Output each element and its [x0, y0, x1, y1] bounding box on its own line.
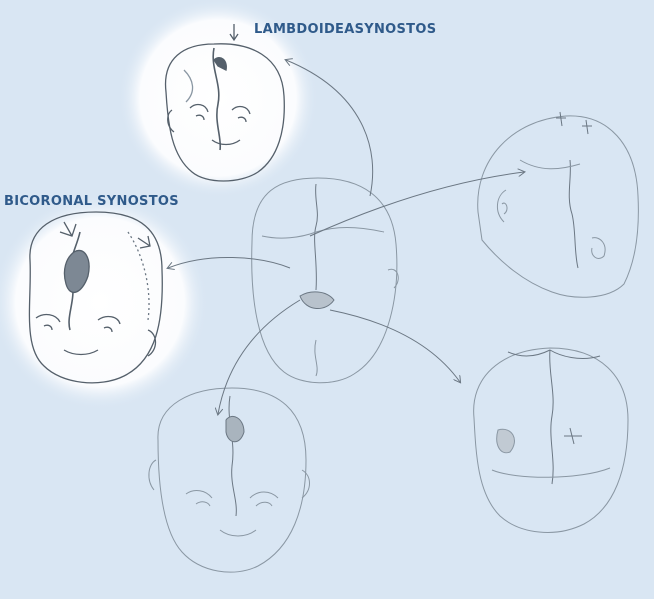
- lambdoid-synostosis-label: LAMBDOIDEASYNOSTOS: [254, 22, 436, 37]
- arrow-to-right-skull: [310, 172, 524, 236]
- lower-left-face: [149, 388, 310, 572]
- lower-right-skull-back: [474, 348, 628, 532]
- bicoronal-highlight: [0, 194, 208, 410]
- right-side-skull: [478, 112, 639, 297]
- arrow-to-lower-right: [330, 310, 460, 382]
- bicoronal-synostosis-label: BICORONAL SYNOSTOS: [4, 194, 179, 209]
